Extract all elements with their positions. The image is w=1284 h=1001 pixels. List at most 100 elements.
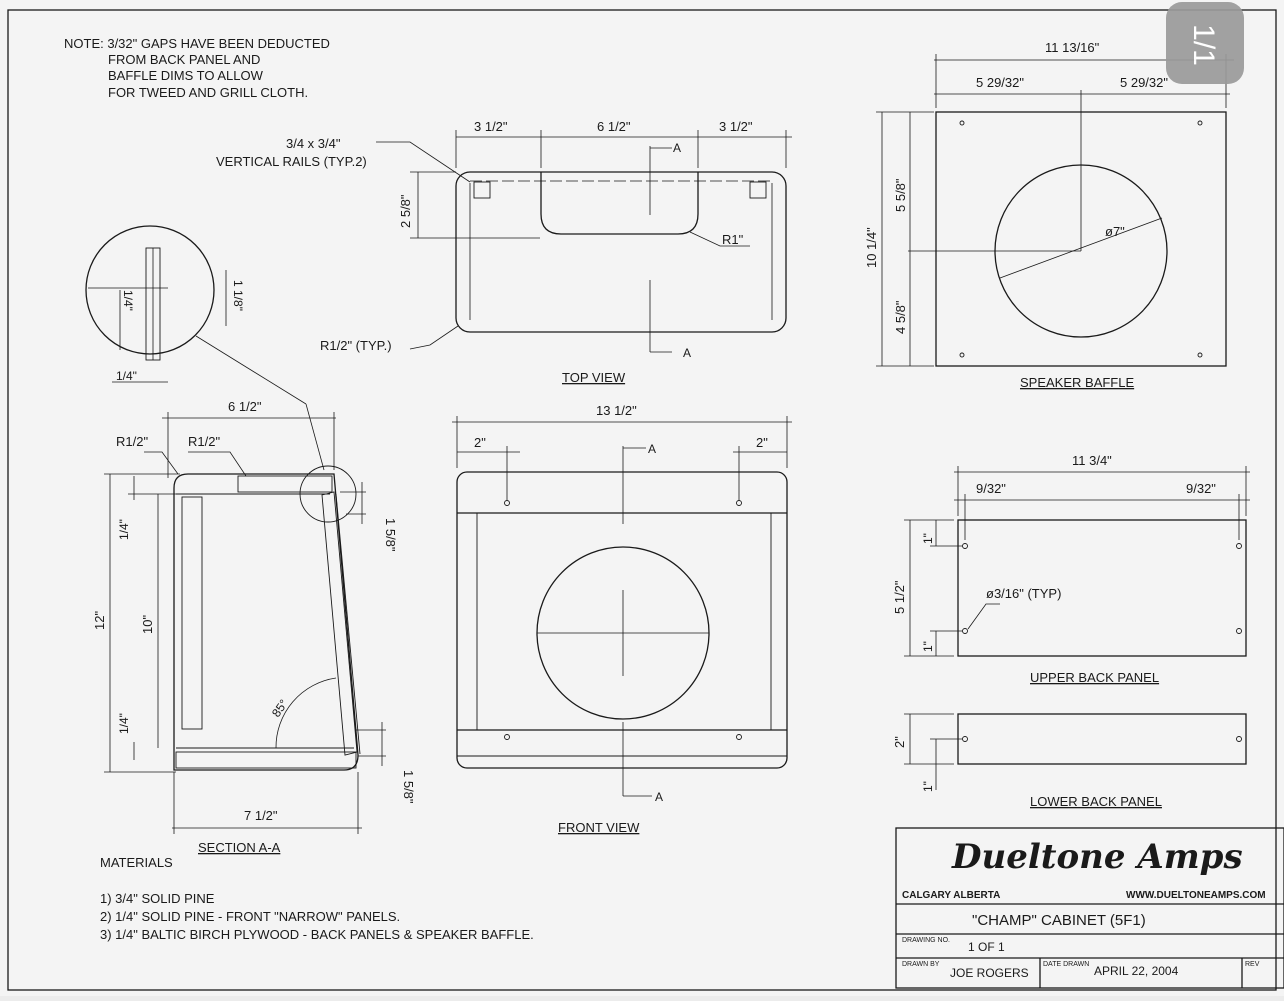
front-view-outline — [456, 471, 788, 769]
dimension-label: 2" — [474, 435, 486, 450]
corner-label: R1/2" (TYP.) — [320, 338, 392, 353]
note-line: BAFFLE DIMS TO ALLOW — [108, 68, 264, 83]
dimension-label: 4 5/8" — [893, 300, 908, 334]
dimension-label: 1" — [921, 641, 935, 652]
top-view-outline — [455, 171, 787, 333]
dimension-label: 1/4" — [117, 519, 131, 540]
dimension-label: 1/4" — [116, 369, 137, 383]
front-baffle — [321, 491, 358, 756]
top-view: A A 3 1/2" 6 1/2" 3 1/2" 2 5/8" 3/4 x 3/… — [216, 119, 792, 385]
angle-label: 85° — [269, 697, 291, 720]
detail-circle — [299, 465, 357, 523]
lower-back-title: LOWER BACK PANEL — [1030, 794, 1162, 809]
radius-label: R1" — [722, 232, 744, 247]
section-marker: A — [673, 141, 681, 155]
speaker-baffle-title: SPEAKER BAFFLE — [1020, 375, 1134, 390]
radius-label: R1/2" — [116, 434, 148, 449]
drawn-by-label: DRAWN BY — [902, 961, 940, 968]
brand-logo: Dueltone Amps — [951, 837, 1243, 877]
title-block: Dueltone Amps CALGARY ALBERTA WWW.DUELTO… — [895, 827, 1284, 989]
materials-item: 2) 1/4" SOLID PINE - FRONT "NARROW" PANE… — [100, 909, 400, 924]
dimension-label: 1/4" — [117, 713, 131, 734]
speaker-baffle: ø7" 11 13/16" 5 29/32" 5 29/32" 10 1/4" … — [864, 40, 1234, 390]
top-panel — [237, 475, 333, 493]
section-a-a: 85° 6 1/2" R1/2" R1/2" 12" 10" 1/4" 1/4"… — [85, 225, 416, 855]
rails-label: 3/4 x 3/4" — [286, 136, 341, 151]
upper-back-board — [957, 519, 1247, 657]
cabinet-title: "CHAMP" CABINET (5F1) — [972, 912, 1146, 929]
dimension-label: 6 1/2" — [228, 399, 262, 414]
hole-label: ø3/16" (TYP) — [986, 586, 1061, 601]
location: CALGARY ALBERTA — [902, 890, 1000, 901]
dimension-label: 2" — [892, 736, 907, 748]
top-view-handle-cutout — [540, 172, 699, 235]
section-marker: A — [648, 442, 656, 456]
rail-square — [473, 181, 491, 199]
date: APRIL 22, 2004 — [1094, 964, 1179, 978]
drawing-no-label: DRAWING NO. — [902, 937, 950, 944]
dimension-label: 13 1/2" — [596, 403, 637, 418]
dimension-label: 10 1/4" — [864, 227, 879, 268]
section-marker: A — [683, 346, 691, 360]
angle-arc — [275, 677, 337, 749]
upper-back-panel: 11 3/4" 9/32" 9/32" 5 1/2" 1" 1" ø3/16" … — [892, 453, 1250, 685]
sheet-border — [7, 9, 1277, 991]
dimension-label: 7 1/2" — [244, 808, 278, 823]
drawing-no: 1 OF 1 — [968, 940, 1005, 954]
materials-item: 1) 3/4" SOLID PINE — [100, 891, 215, 906]
dimension-label: 5 29/32" — [1120, 75, 1168, 90]
dimension-label: 11 13/16" — [1045, 40, 1100, 55]
dimension-label: 10" — [140, 615, 155, 634]
leader-line — [689, 231, 750, 247]
rail-square — [749, 181, 767, 199]
section-outline — [173, 473, 359, 771]
dimension-label: 1" — [921, 781, 935, 792]
grill-cloth-area — [476, 512, 772, 731]
front-view-title: FRONT VIEW — [558, 820, 640, 835]
dimension-label: 1 1/8" — [231, 280, 245, 311]
dimension-label: 3 1/2" — [474, 119, 508, 134]
dimension-label: 6 1/2" — [597, 119, 631, 134]
page-indicator: 1/1 — [1186, 24, 1220, 66]
materials-item: 3) 1/4" BALTIC BIRCH PLYWOOD - BACK PANE… — [100, 927, 534, 942]
dimension-label: 1/4" — [121, 290, 135, 311]
note-block: NOTE: 3/32" GAPS HAVE BEEN DEDUCTED FROM… — [64, 36, 330, 100]
title-block-frame — [895, 827, 1284, 989]
dimension-label: 2 5/8" — [398, 194, 413, 228]
rails-label: VERTICAL RAILS (TYP.2) — [216, 154, 367, 169]
top-view-title: TOP VIEW — [562, 370, 626, 385]
dimension-label: 1 5/8" — [383, 518, 398, 552]
leader-line — [376, 141, 471, 183]
dimension-label: 1" — [921, 533, 935, 544]
lower-back-panel: 2" 1" LOWER BACK PANEL — [892, 713, 1247, 809]
dimension-label: 2" — [756, 435, 768, 450]
dimension-label: 9/32" — [976, 481, 1006, 496]
materials-list: MATERIALS 1) 3/4" SOLID PINE 2) 1/4" SOL… — [100, 855, 534, 942]
dimension-label: 12" — [92, 611, 107, 630]
diameter-label: ø7" — [1105, 224, 1125, 239]
dimension-label: 5 5/8" — [893, 178, 908, 212]
front-view: A A 13 1/2" 2" 2" FRONT VIEW — [452, 403, 792, 835]
website: WWW.DUELTONEAMPS.COM — [1126, 890, 1266, 901]
section-marker: A — [655, 790, 663, 804]
upper-back-title: UPPER BACK PANEL — [1030, 670, 1159, 685]
rev-label: REV — [1245, 961, 1260, 968]
leader-line — [409, 325, 459, 350]
drawn-by: JOE ROGERS — [950, 966, 1029, 980]
note-line: NOTE: 3/32" GAPS HAVE BEEN DEDUCTED — [64, 36, 330, 51]
dimension-label: 5 1/2" — [892, 580, 907, 614]
radius-label: R1/2" — [188, 434, 220, 449]
materials-title: MATERIALS — [100, 855, 173, 870]
dimension-label: 9/32" — [1186, 481, 1216, 496]
note-line: FROM BACK PANEL AND — [108, 52, 260, 67]
date-label: DATE DRAWN — [1043, 961, 1089, 968]
dimension-label: 1 5/8" — [401, 770, 416, 804]
section-title: SECTION A-A — [198, 840, 281, 855]
bottom-panel — [175, 751, 357, 769]
rear-rail — [181, 496, 203, 730]
dimension-label: 3 1/2" — [719, 119, 753, 134]
dimension-label: 11 3/4" — [1072, 453, 1112, 468]
page-indicator-badge[interactable]: 1/1 — [1166, 2, 1244, 84]
